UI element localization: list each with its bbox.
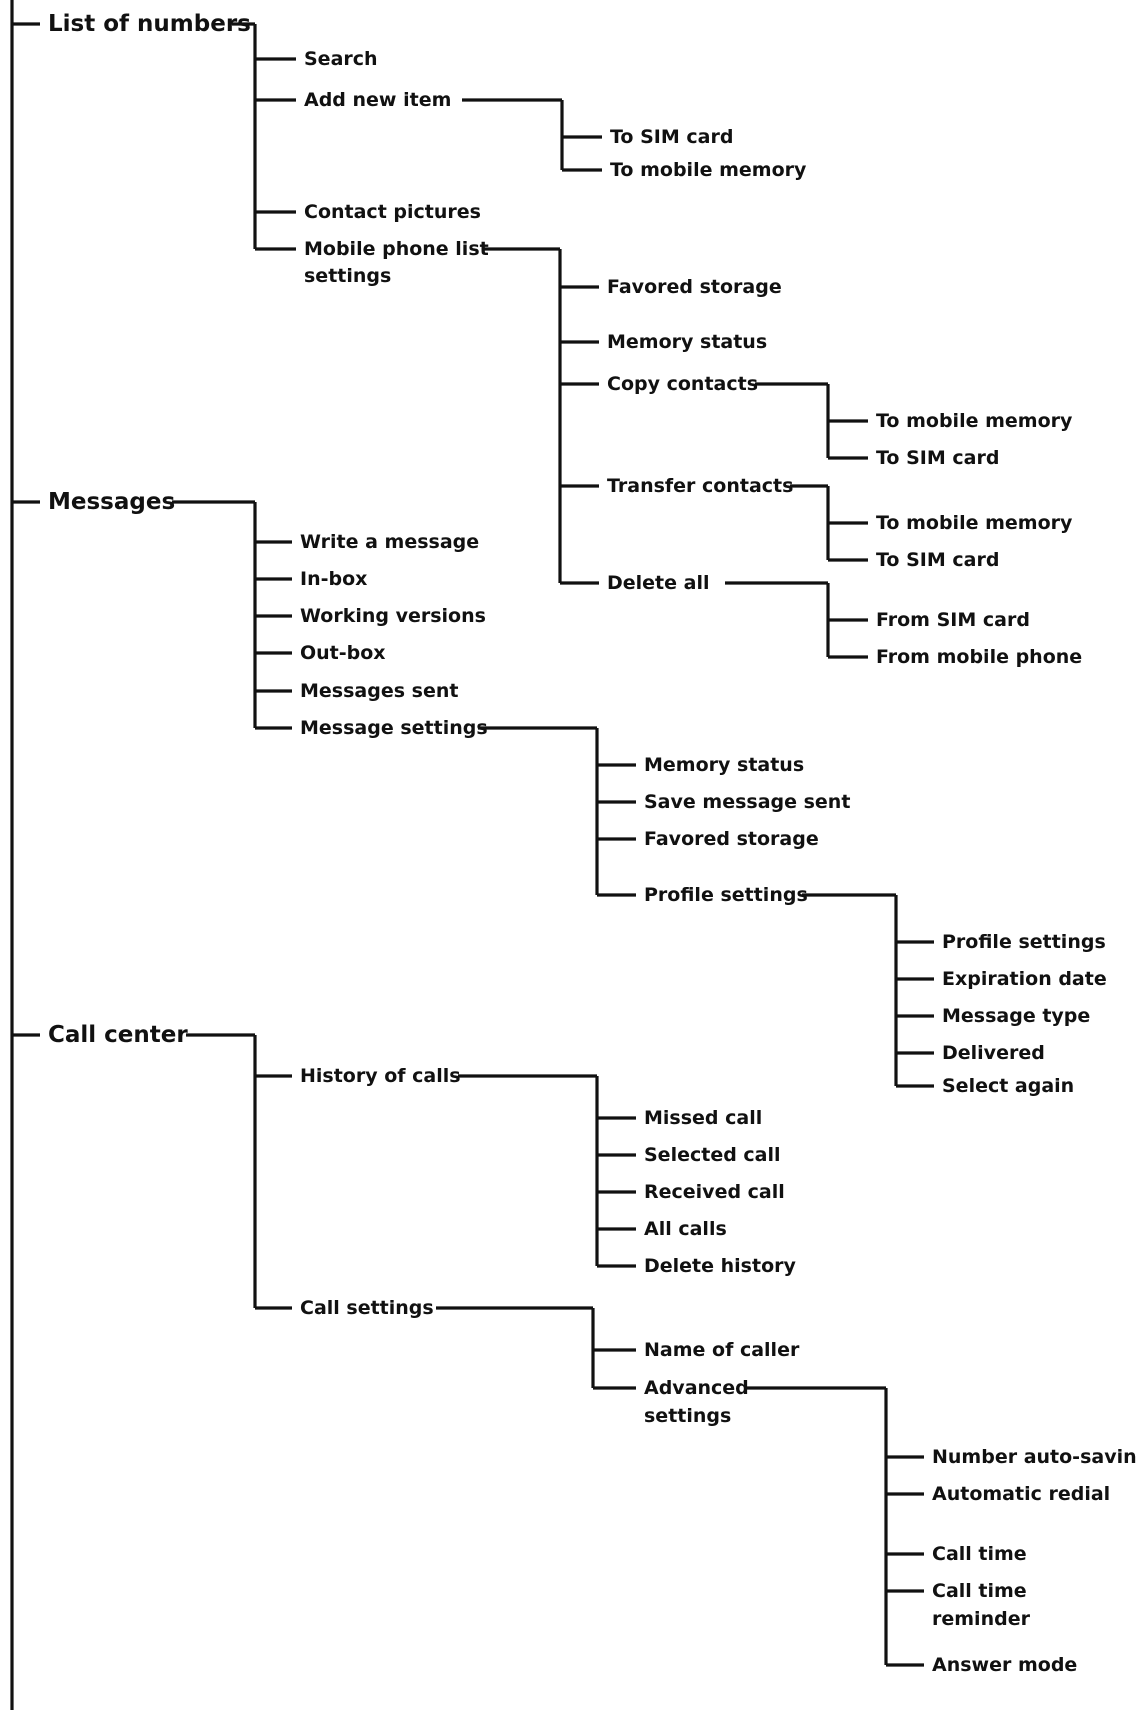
node-messages-sent: Messages sent <box>300 680 458 702</box>
node-transfer-contacts: Transfer contacts <box>607 475 793 497</box>
node-name-of-caller: Name of caller <box>644 1339 800 1361</box>
node-search: Search <box>304 48 378 70</box>
node-list-of-numbers: List of numbers <box>48 11 251 37</box>
node-save-message-sent: Save message sent <box>644 791 850 813</box>
node-profile-settings: Profile settings <box>942 931 1106 953</box>
node-automatic-redial: Automatic redial <box>932 1483 1110 1505</box>
node-copy-contacts: Copy contacts <box>607 373 758 395</box>
node-number-auto-saving: Number auto-saving <box>932 1446 1137 1468</box>
node-label-line: Advanced <box>644 1377 749 1399</box>
node-label-line: Call time <box>932 1580 1027 1602</box>
node-advanced-settings: Advanced settings <box>644 1377 749 1427</box>
node-message-settings: Message settings <box>300 717 488 739</box>
node-label-line: Mobile phone list <box>304 238 489 260</box>
node-label-line: settings <box>304 265 391 287</box>
node-mobile-phone-list-settings: Mobile phone list settings <box>304 238 489 287</box>
node-selected-call: Selected call <box>644 1144 781 1166</box>
node-memory-status: Memory status <box>644 754 804 776</box>
node-to-sim-card: To SIM card <box>610 126 733 148</box>
node-call-time: Call time <box>932 1543 1027 1565</box>
node-memory-status: Memory status <box>607 331 767 353</box>
node-favored-storage: Favored storage <box>644 828 819 850</box>
node-select-again: Select again <box>942 1075 1074 1097</box>
node-answer-mode: Answer mode <box>932 1654 1077 1676</box>
node-favored-storage: Favored storage <box>607 276 782 298</box>
node-all-calls: All calls <box>644 1218 727 1240</box>
node-from-sim-card: From SIM card <box>876 609 1030 631</box>
node-history-of-calls: History of calls <box>300 1065 461 1087</box>
node-label-line: settings <box>644 1405 731 1427</box>
node-expiration-date: Expiration date <box>942 968 1107 990</box>
node-profile-settings: Profile settings <box>644 884 808 906</box>
node-missed-call: Missed call <box>644 1107 762 1129</box>
node-contact-pictures: Contact pictures <box>304 201 481 223</box>
node-delete-history: Delete history <box>644 1255 796 1277</box>
node-to-sim-card: To SIM card <box>876 549 999 571</box>
node-from-mobile-phone: From mobile phone <box>876 646 1082 668</box>
node-to-mobile-memory: To mobile memory <box>876 512 1073 534</box>
node-delete-all: Delete all <box>607 572 710 594</box>
node-to-mobile-memory: To mobile memory <box>610 159 807 181</box>
node-add-new-item: Add new item <box>304 89 451 111</box>
node-message-type: Message type <box>942 1005 1090 1027</box>
node-received-call: Received call <box>644 1181 785 1203</box>
node-delivered: Delivered <box>942 1042 1045 1064</box>
node-call-settings: Call settings <box>300 1297 434 1319</box>
node-label-line: reminder <box>932 1608 1031 1630</box>
node-write-a-message: Write a message <box>300 531 479 553</box>
node-to-sim-card: To SIM card <box>876 447 999 469</box>
node-to-mobile-memory: To mobile memory <box>876 410 1073 432</box>
node-out-box: Out-box <box>300 642 386 664</box>
node-working-versions: Working versions <box>300 605 486 627</box>
node-call-center: Call center <box>48 1022 188 1048</box>
node-messages: Messages <box>48 489 175 515</box>
node-in-box: In-box <box>300 568 367 590</box>
node-call-time-reminder: Call time reminder <box>932 1580 1031 1630</box>
